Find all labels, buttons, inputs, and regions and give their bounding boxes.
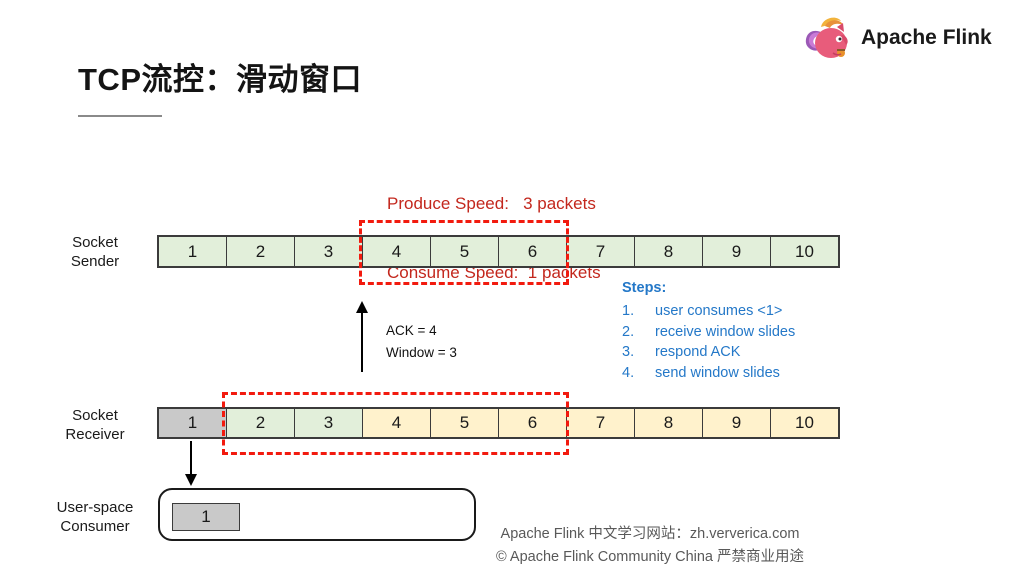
- sender-cell: 1: [159, 237, 227, 266]
- step-item: 4. send window slides: [622, 364, 780, 381]
- sender-cell: 10: [771, 237, 838, 266]
- step-item: 2. receive window slides: [622, 323, 796, 340]
- receiver-cell: 2: [227, 409, 295, 437]
- receiver-cell: 4: [363, 409, 431, 437]
- footer-copyright-text: © Apache Flink Community China 严禁商业用途: [495, 549, 805, 565]
- consume-arrow-down: [185, 441, 197, 486]
- socket-receiver-label: Socket Receiver: [65, 407, 125, 443]
- sender-window-highlight: [359, 220, 569, 285]
- receiver-window-highlight: [222, 392, 569, 455]
- socket-sender-label: Socket Sender: [70, 234, 120, 270]
- flink-squirrel-icon: [805, 17, 848, 58]
- receiver-cell: 9: [703, 409, 771, 437]
- sender-cell: 6: [499, 237, 567, 266]
- title-underline: [78, 115, 162, 117]
- sender-cell: 7: [567, 237, 635, 266]
- sender-cell: 5: [431, 237, 499, 266]
- ack-annotation: ACK = 4 Window = 3: [386, 323, 457, 360]
- steps-list: Steps: 1. user consumes <1> 2. receive w…: [622, 280, 795, 383]
- footer: Apache Flink 中文学习网站：zh.ververica.com © A…: [460, 523, 840, 569]
- sender-cell: 3: [295, 237, 363, 266]
- page-title: TCP流控：滑动窗口: [78, 62, 362, 97]
- receiver-cell: 1: [159, 409, 227, 437]
- consumer-cell: 1: [172, 503, 240, 531]
- footer-site-text: Apache Flink 中文学习网站：zh.ververica.com: [500, 526, 800, 542]
- ack-arrow-up: [356, 301, 368, 372]
- receiver-cell: 5: [431, 409, 499, 437]
- logo-brand-text: Apache Flink: [861, 26, 992, 49]
- sender-buffer-row: 1 2 3 4 5 6 7 8 9 10: [157, 235, 840, 268]
- receiver-cell: 8: [635, 409, 703, 437]
- receiver-cell: 7: [567, 409, 635, 437]
- receiver-cell: 10: [771, 409, 838, 437]
- produce-speed-text: Produce Speed: 3 packets: [387, 194, 596, 213]
- sender-cell: 9: [703, 237, 771, 266]
- steps-title: Steps:: [622, 280, 667, 296]
- apache-flink-logo: Apache Flink: [803, 12, 1023, 64]
- step-item: 1. user consumes <1>: [622, 303, 783, 319]
- step-item: 3. respond ACK: [622, 344, 741, 360]
- receiver-buffer-row: 1 2 3 4 5 6 7 8 9 10: [157, 407, 840, 439]
- user-space-consumer-label: User-space Consumer: [56, 499, 134, 535]
- sender-cell: 8: [635, 237, 703, 266]
- sender-cell: 4: [363, 237, 431, 266]
- consumer-queue-box: 1: [158, 488, 476, 541]
- receiver-cell: 3: [295, 409, 363, 437]
- sender-cell: 2: [227, 237, 295, 266]
